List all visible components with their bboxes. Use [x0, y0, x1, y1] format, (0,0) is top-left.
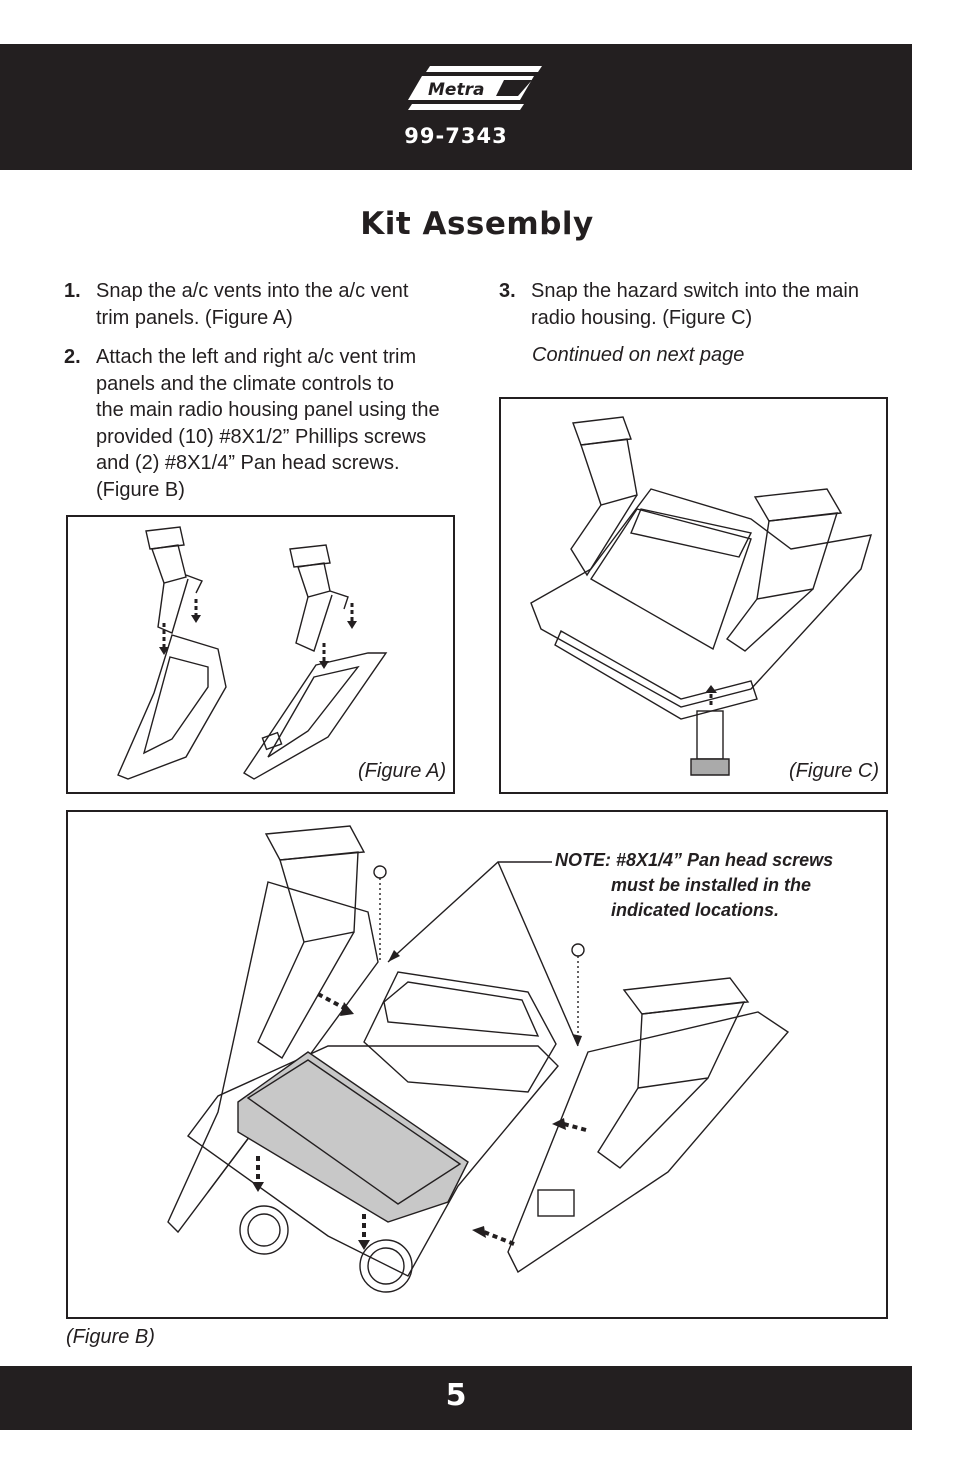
- footer-band: 5: [0, 1366, 912, 1430]
- figure-c: (Figure C): [499, 397, 888, 794]
- step-3-line: radio housing. (Figure C): [531, 306, 753, 329]
- installation-note: NOTE: #8X1/4” Pan head screws must be in…: [555, 848, 833, 923]
- step-2: 2. Attach the left and right a/c vent tr…: [64, 344, 464, 506]
- step-1: 1. Snap the a/c vents into the a/c vent …: [64, 278, 464, 334]
- logo-wordmark: Metra: [428, 80, 484, 100]
- figure-b-caption: (Figure B): [66, 1326, 155, 1348]
- step-2-number: 2.: [64, 346, 81, 368]
- step-2-line: Attach the left and right a/c vent trim: [96, 346, 417, 368]
- step-2-line: panels and the climate controls to: [96, 372, 394, 395]
- note-line: NOTE: #8X1/4” Pan head screws: [555, 850, 834, 870]
- metra-logo: Metra: [408, 66, 542, 110]
- figure-a-illustration: [117, 526, 388, 780]
- part-number: 99-7343: [404, 124, 508, 148]
- step-2-line: (Figure B): [96, 478, 185, 501]
- figure-a-caption: (Figure A): [358, 760, 447, 782]
- step-3: 3. Snap the hazard switch into the main …: [499, 278, 899, 334]
- figure-c-caption: (Figure C): [789, 760, 880, 782]
- page-number: 5: [445, 1378, 467, 1413]
- step-1-line: Snap the a/c vents into the a/c vent: [96, 280, 409, 302]
- figure-c-illustration: [530, 416, 872, 776]
- header-band: Metra 99-7343: [0, 44, 912, 170]
- continued-note: Continued on next page: [532, 344, 745, 366]
- note-line: must be installed in the: [611, 875, 812, 895]
- figure-b: [66, 810, 888, 1319]
- step-2-line: the main radio housing panel using the: [96, 399, 440, 421]
- note-line: indicated locations.: [611, 900, 780, 920]
- page-title: Kit Assembly: [360, 206, 594, 242]
- step-1-number: 1.: [64, 280, 81, 302]
- step-3-line: Snap the hazard switch into the main: [531, 280, 859, 302]
- figure-a: (Figure A): [66, 515, 455, 794]
- figure-b-illustration: [167, 825, 790, 1293]
- step-2-line: provided (10) #8X1/2” Phillips screws: [96, 425, 427, 448]
- step-2-line: and (2) #8X1/4” Pan head screws.: [96, 452, 400, 474]
- step-3-number: 3.: [499, 280, 516, 302]
- step-1-line: trim panels. (Figure A): [96, 306, 293, 329]
